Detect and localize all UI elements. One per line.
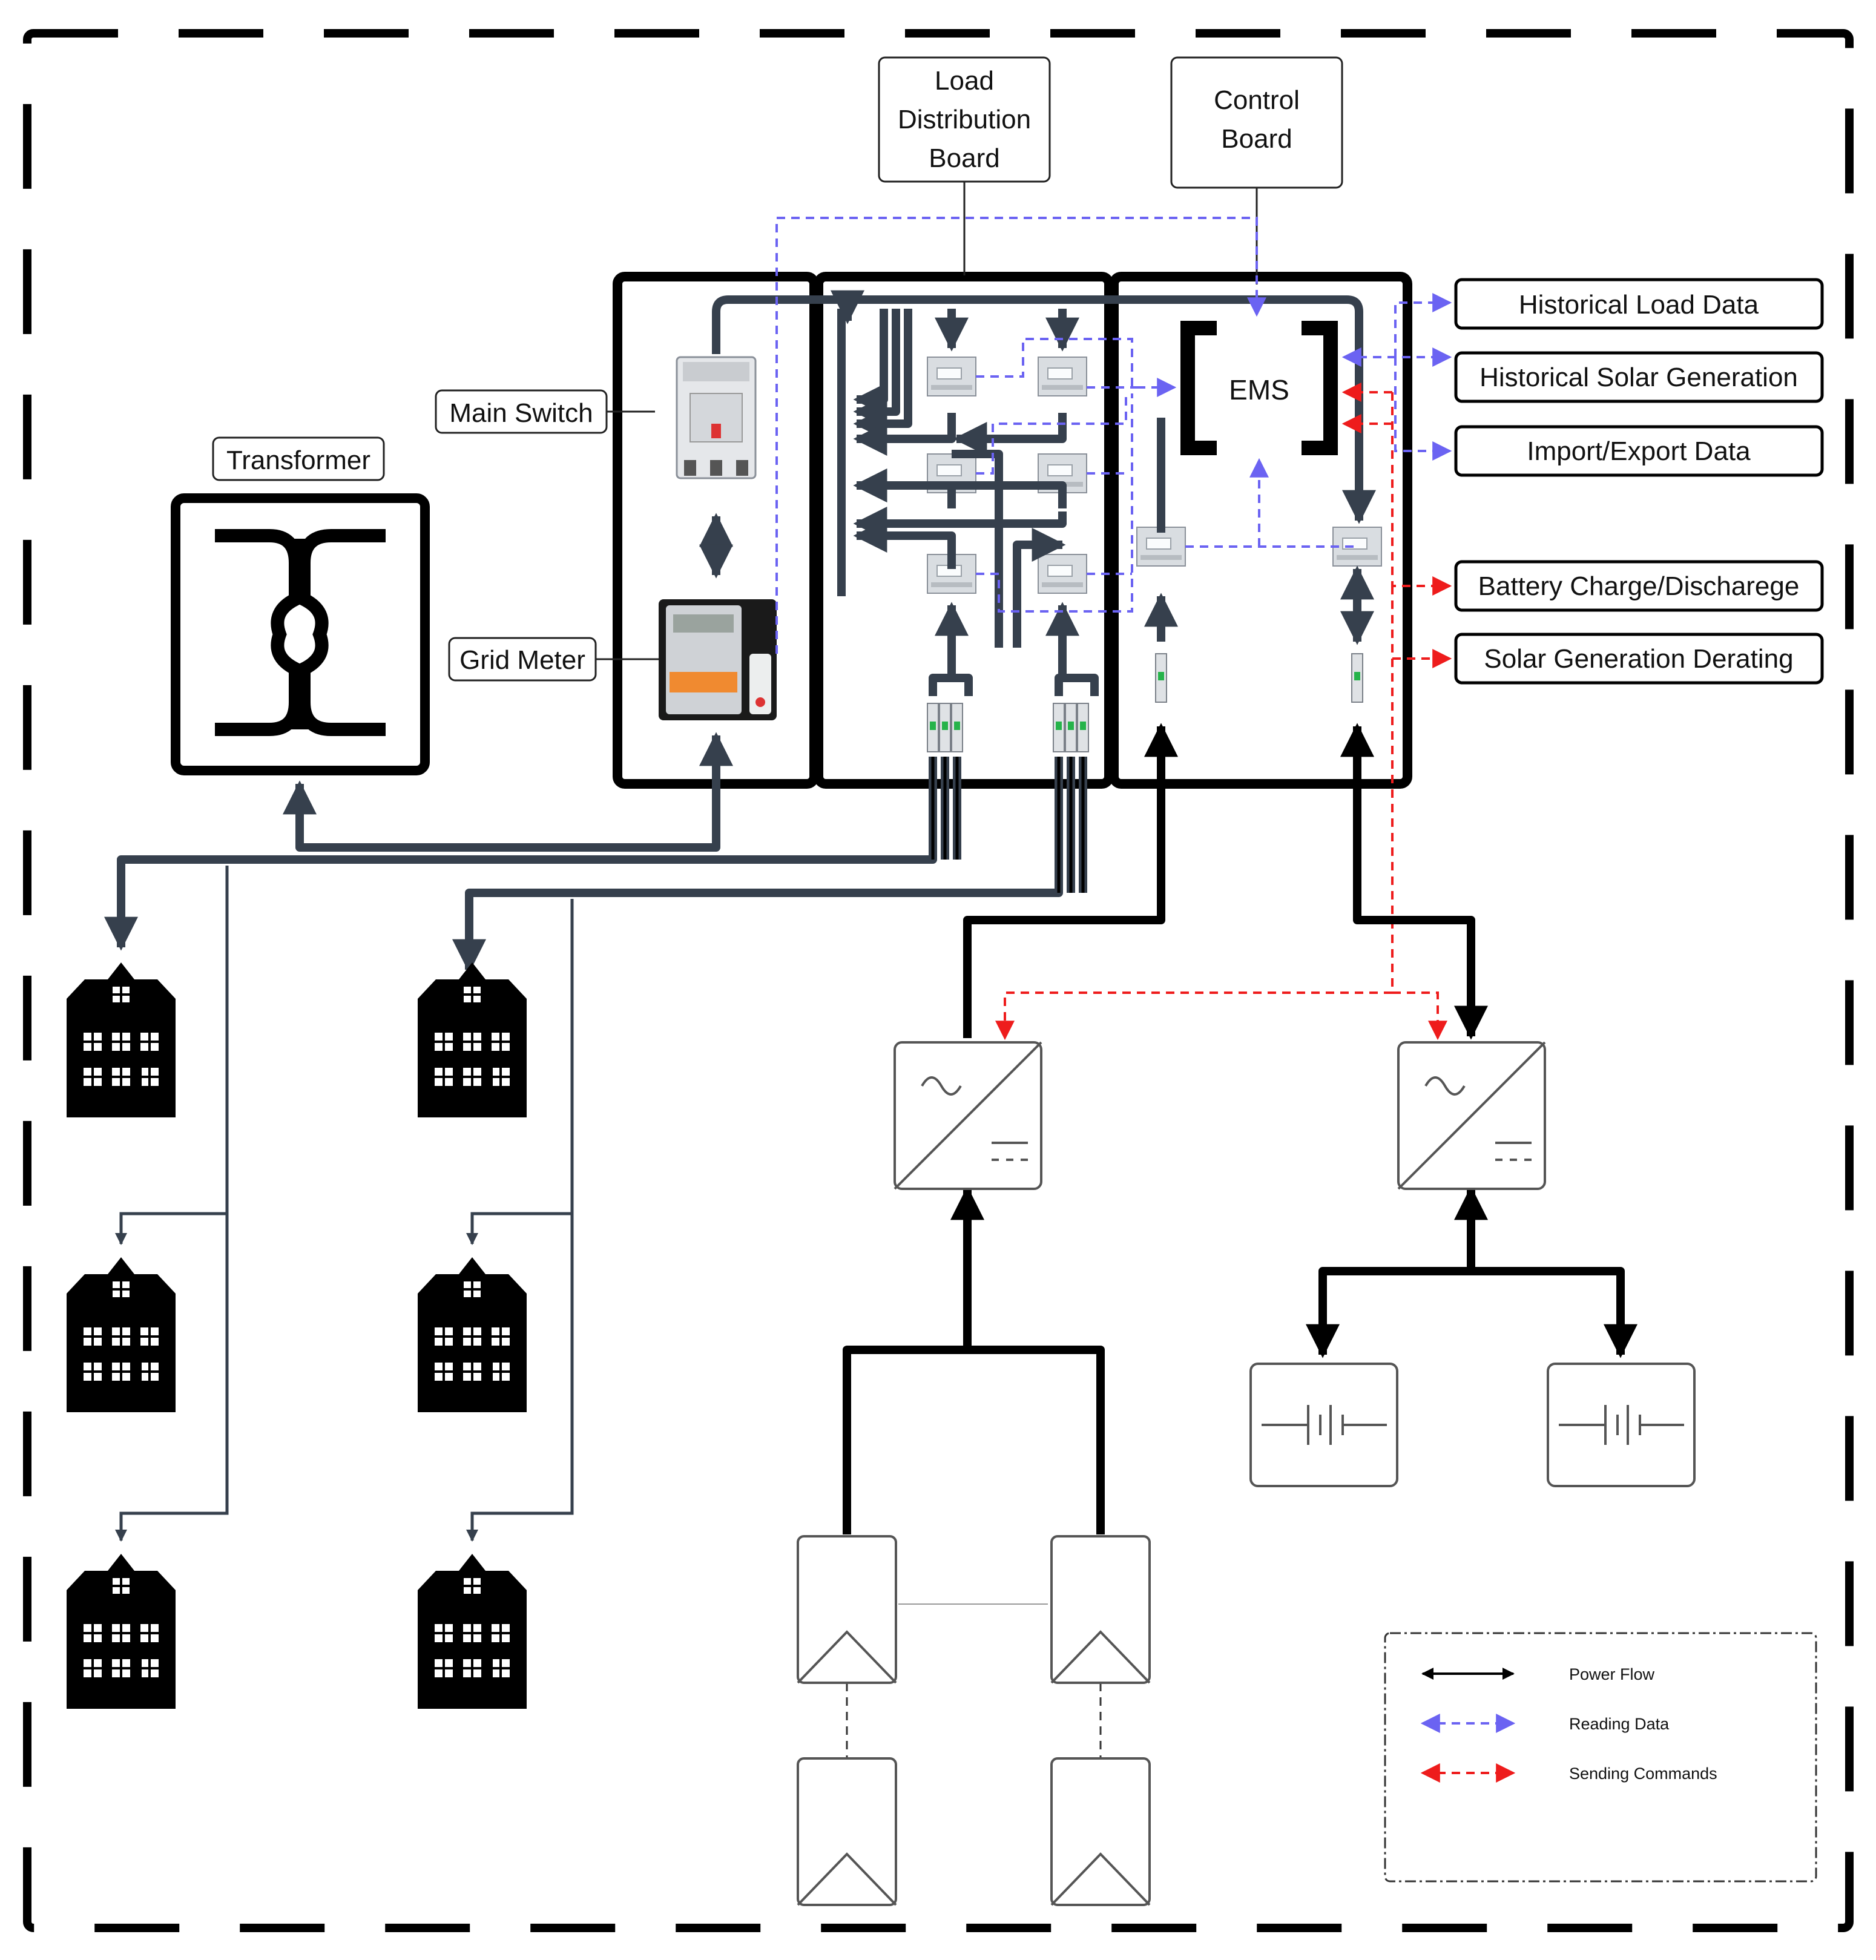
output-historical-solar: Historical Solar Generation [1454,351,1824,403]
svg-text:Board: Board [1221,124,1292,154]
ems-box: EMS [1180,321,1338,455]
main-switch-label: Main Switch [435,389,608,434]
meter-icon [659,599,777,720]
svg-text:Transformer: Transformer [226,446,370,475]
transformer-icon [171,493,430,775]
control-board-label: Control Board [1170,56,1343,189]
svg-text:Load: Load [935,66,994,96]
svg-text:Board: Board [929,143,999,173]
outer-frame [23,29,1854,1932]
legend: Power Flow Reading Data Sending Commands [1384,1632,1817,1883]
mcb-icon [927,653,1363,752]
legend-power-flow: Power Flow [1569,1665,1655,1683]
output-battery-charge: Battery Charge/Discharege [1454,560,1824,612]
legend-reading-data: Reading Data [1569,1715,1670,1733]
output-historical-load: Historical Load Data [1454,278,1824,330]
svg-text:Main Switch: Main Switch [449,398,593,428]
svg-text:Historical Solar Generation: Historical Solar Generation [1479,363,1798,392]
output-solar-derating: Solar Generation Derating [1454,633,1824,685]
control-cabinet [1109,272,1412,789]
house-icon [65,961,528,1710]
svg-text:Grid Meter: Grid Meter [459,645,585,675]
svg-text:Solar Generation Derating: Solar Generation Derating [1484,644,1793,674]
inverter-icon [894,1041,1546,1190]
svg-text:EMS: EMS [1229,374,1289,406]
svg-text:Historical Load Data: Historical Load Data [1519,290,1759,320]
load-distribution-board-label: Load Distribution Board [878,56,1051,183]
output-import-export: Import/Export Data [1454,425,1824,477]
legend-sending-commands: Sending Commands [1569,1764,1717,1783]
svg-text:Import/Export Data: Import/Export Data [1527,436,1751,466]
solar-panel-icon [797,1535,1151,1906]
breaker-icon [676,356,757,479]
reading-data-lines [775,217,1452,654]
svg-text:Control: Control [1214,85,1300,115]
battery-icon [1249,1363,1696,1487]
svg-text:Battery Charge/Discharege: Battery Charge/Discharege [1478,571,1800,601]
svg-text:Distribution: Distribution [898,105,1031,134]
grid-meter-label: Grid Meter [448,637,597,682]
transformer-label: Transformer [212,436,385,481]
power-flow-lines [843,723,1637,1534]
